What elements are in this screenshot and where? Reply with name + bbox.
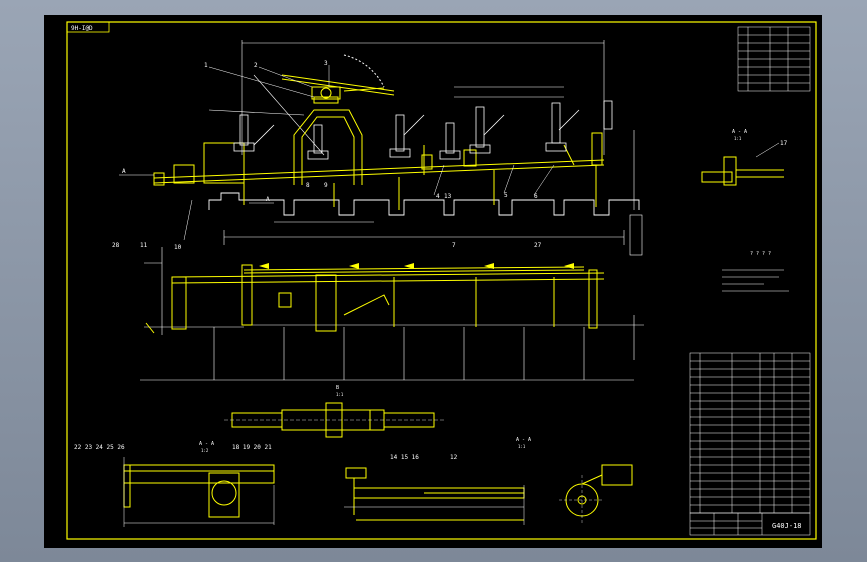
callout-9: 9 [324, 182, 328, 189]
rod-detail: 14 15 16 12 [344, 454, 525, 525]
parts-list-table [689, 352, 811, 514]
callout-28: 28 [112, 242, 120, 249]
callout-27: 27 [534, 242, 542, 249]
plan-view: 28 11 7 27 [112, 242, 644, 381]
notes-title: ? ? ? ? [750, 251, 771, 257]
section-e-sub: 1:1 [518, 444, 526, 449]
callout-18-21: 18 19 20 21 [232, 444, 272, 451]
callout-17: 17 [780, 140, 788, 147]
sheet-tag-text: 9H-I@D [71, 25, 93, 32]
callout-7: 7 [452, 242, 456, 249]
section-aa-head: A - A [732, 129, 747, 135]
technical-notes: ? ? ? ? [722, 251, 789, 292]
section-c-head: A - A [199, 441, 214, 447]
section-aa-sub: 1:1 [734, 136, 742, 141]
callout-1: 1 [204, 62, 208, 69]
clamp-units [233, 100, 613, 160]
callout-6: 6 [534, 193, 538, 200]
section-marker-a-lower: A [266, 196, 270, 203]
section-bottom-left: A - A 1:2 22 23 24 25 26 18 19 20 21 [74, 441, 275, 527]
revision-block [737, 26, 811, 92]
callout-3: 3 [324, 60, 328, 67]
callout-22-26: 22 23 24 25 26 [74, 444, 125, 451]
detail-b-view: B 1:1 [224, 385, 444, 438]
drawing-sheet: 9H-I@D [44, 15, 822, 548]
round-section-detail: A - A 1:1 [516, 437, 633, 525]
drawing-border [66, 21, 817, 540]
title-block [689, 512, 811, 536]
drawing-number: G40J-18 [772, 522, 802, 530]
callout-11: 11 [140, 242, 148, 249]
sheet-tag-box: 9H-I@D [66, 21, 110, 33]
section-marker-a: A [122, 168, 126, 175]
callout-leaders [183, 65, 780, 241]
detail-b-sub: 1:1 [336, 392, 344, 397]
callout-5: 5 [504, 192, 508, 199]
section-e-head: A - A [516, 437, 531, 443]
callout-8: 8 [306, 182, 310, 189]
callout-12: 12 [450, 454, 458, 461]
callout-10: 10 [174, 244, 182, 251]
section-c-sub: 1:2 [201, 448, 209, 453]
cad-drawing: 9H-I@D [66, 21, 817, 540]
detail-b-head: B [336, 385, 339, 391]
main-elevation-view: A A 1 2 3 8 9 10 4 13 5 6 [119, 40, 780, 256]
callout-4: 4 [436, 193, 440, 200]
callout-14-16: 14 15 16 [390, 454, 419, 461]
callout-13: 13 [444, 193, 452, 200]
section-aa-detail: A - A 1:1 17 [701, 129, 788, 186]
callout-2: 2 [254, 62, 258, 69]
